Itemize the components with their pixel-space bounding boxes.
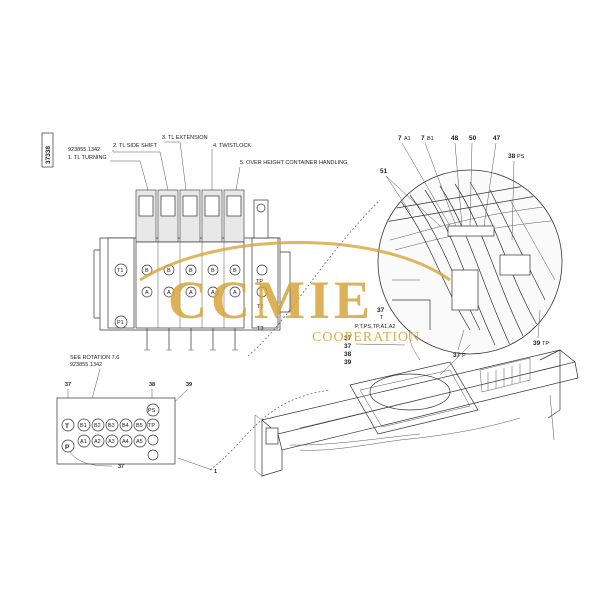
callout-37-top: 37 [65, 382, 71, 388]
block-a5: A5 [136, 439, 143, 445]
block-port-p: P [65, 444, 70, 451]
callout-50: 50 [469, 135, 477, 142]
callout-7-b1: 7 [421, 135, 425, 142]
callout-7-a1-sub: A1 [404, 136, 411, 142]
section-label-3: 3. TL EXTENSION [162, 135, 208, 141]
section-label-4: 4. TWISTLOCK [213, 143, 251, 149]
b-port-1: B [145, 268, 149, 274]
callout-37-bottom: 37 [118, 464, 124, 470]
detail-callouts: 7 A1 7 B1 48 50 47 51 38 PS 37 T P,T,PS,… [344, 135, 549, 366]
port-t1: T1 [117, 268, 123, 274]
block-b-ports: B1 B2 B3 B4 B5 [77, 418, 147, 432]
callout-48: 48 [451, 135, 459, 142]
watermark-main: CCMIE [168, 270, 374, 330]
pts-label: P,T,PS,TP,A1,A2 [355, 324, 395, 330]
block-a3: A3 [108, 439, 115, 445]
part-number-label: 923855.1342 [68, 147, 100, 153]
section-leaders [110, 141, 241, 191]
doc-code: 37338 [45, 146, 52, 164]
dashed-leader-upper [247, 199, 381, 357]
a-port-row: A A A A A [141, 286, 241, 298]
watermark: CCMIE COOPERATION [139, 241, 451, 345]
callout-7-b1-sub: B1 [427, 136, 434, 142]
block-b3: B3 [108, 423, 115, 429]
rotation-note-line2: 923855.1342 [70, 362, 102, 368]
block-a4: A4 [122, 439, 129, 445]
port-block: 37 38 39 T P PS TP B1 B2 B3 B4 B5 [56, 368, 217, 475]
watermark-sub: COOPERATION [312, 330, 420, 345]
block-port-t: T [65, 423, 69, 430]
left-stack-39: 39 [344, 359, 352, 366]
block-a-ports: A1 A2 A3 A4 A5 [77, 434, 147, 448]
port-p1: P1 [117, 320, 124, 326]
callout-47: 47 [493, 135, 501, 142]
block-b2: B2 [94, 423, 101, 429]
port-tp: TP [256, 279, 263, 285]
callout-39-tp: 39 [533, 340, 541, 347]
spreader-frame [254, 329, 579, 477]
left-stack-37b: 37 [344, 343, 352, 350]
a-port-4: A [211, 290, 215, 296]
callout-38-ps: 38 [508, 153, 516, 160]
block-port-ps: PS [148, 408, 156, 414]
port-t2: T2 [257, 304, 263, 310]
block-b1: B1 [80, 423, 87, 429]
callout-7-a1: 7 [398, 135, 402, 142]
section-label-5: 5. OVER HEIGHT CONTAINER HANDLING [240, 160, 347, 166]
a-port-1: A [145, 290, 149, 296]
callout-39-tp-sub: TP [542, 341, 549, 347]
port-t3: T3 [257, 326, 263, 332]
block-a2: A2 [94, 439, 101, 445]
valve-block: B B B B B A A A A A T1 P1 TP T2 T3 [93, 189, 291, 351]
block-port-tp: TP [148, 423, 155, 429]
left-stack-37a: 37 [344, 335, 352, 342]
rotation-note-line1: SEE ROTATION 7.6 [70, 355, 119, 361]
left-stack-38: 38 [344, 351, 352, 358]
b-port-2: B [167, 268, 171, 274]
callout-51: 51 [380, 168, 388, 175]
callout-39: 39 [186, 382, 192, 388]
section-label-2: 2. TL SIDE SHIFT [113, 143, 158, 149]
callout-38: 38 [149, 382, 155, 388]
block-b5: B5 [136, 423, 143, 429]
dashed-leader-lower [209, 389, 331, 471]
section-label-1: 1. TL TURNING [68, 155, 107, 161]
a-port-2: A [167, 290, 171, 296]
block-a1: A1 [80, 439, 87, 445]
b-port-5: B [233, 268, 237, 274]
callout-37-p: 37 [453, 352, 461, 359]
a-port-5: A [233, 290, 237, 296]
b-port-3: B [189, 268, 193, 274]
block-b4: B4 [122, 423, 129, 429]
item-callout-1: 1 [214, 469, 217, 475]
callout-37-t-sub: T [380, 315, 384, 321]
spool-pins [144, 328, 238, 351]
hose-detail [377, 169, 563, 355]
callout-37-p-sub: P [462, 353, 466, 359]
a-port-3: A [189, 290, 193, 296]
callout-38-ps-sub: PS [517, 154, 525, 160]
doc-code-tag: 37338 [41, 132, 54, 168]
b-port-4: B [211, 268, 215, 274]
callout-37-t: 37 [377, 307, 385, 314]
